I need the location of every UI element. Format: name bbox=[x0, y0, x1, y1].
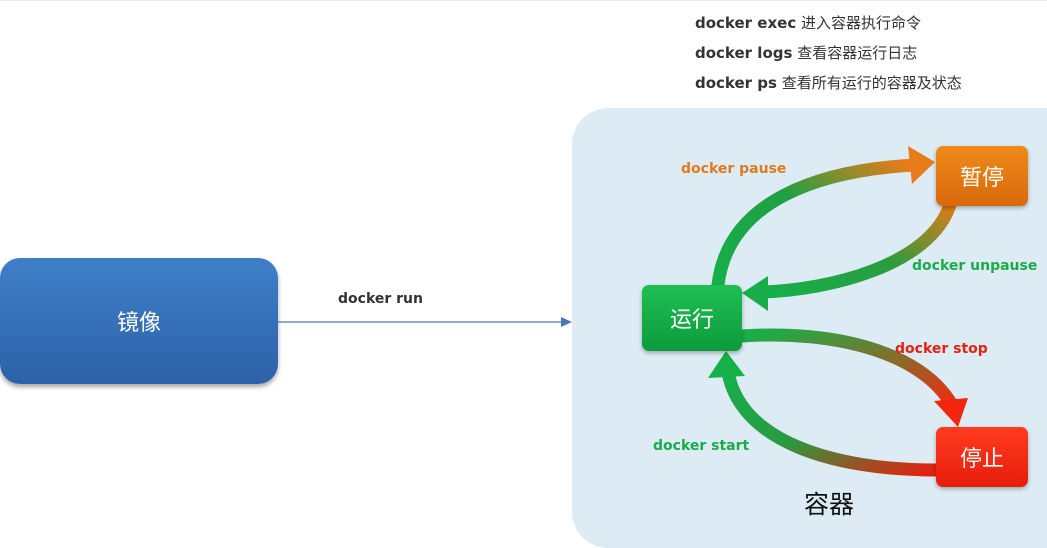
command-name: docker ps bbox=[695, 74, 777, 92]
pause-arrow bbox=[711, 158, 922, 292]
command-desc: 进入容器执行命令 bbox=[801, 14, 922, 32]
docker-pause-label: docker pause bbox=[681, 161, 787, 177]
run-arrow bbox=[278, 317, 572, 327]
start-arrowhead bbox=[708, 351, 745, 378]
command-item-logs: docker logs 查看容器运行日志 bbox=[695, 38, 962, 68]
state-running: 运行 bbox=[642, 285, 742, 351]
command-item-ps: docker ps 查看所有运行的容器及状态 bbox=[695, 68, 962, 98]
command-desc: 查看容器运行日志 bbox=[797, 44, 918, 62]
docker-stop-label: docker stop bbox=[895, 341, 988, 357]
image-box: 镜像 bbox=[0, 258, 278, 384]
unpause-arrowhead bbox=[742, 276, 768, 311]
command-name: docker logs bbox=[695, 44, 793, 62]
container-label: 容器 bbox=[804, 490, 855, 519]
state-paused: 暂停 bbox=[936, 146, 1028, 206]
image-box-label: 镜像 bbox=[116, 311, 161, 336]
top-divider bbox=[0, 0, 1047, 1]
docker-run-label: docker run bbox=[338, 291, 423, 307]
docker-start-label: docker start bbox=[653, 438, 750, 454]
pause-arrowhead bbox=[908, 146, 935, 184]
command-item-exec: docker exec 进入容器执行命令 bbox=[695, 8, 962, 38]
command-name: docker exec bbox=[695, 14, 797, 32]
stop-arrowhead bbox=[934, 398, 968, 427]
state-stopped-label: 停止 bbox=[959, 447, 1004, 472]
state-transition-arrows bbox=[708, 146, 968, 477]
start-arrow bbox=[721, 365, 943, 477]
unpause-arrow bbox=[755, 198, 957, 299]
docker-unpause-label: docker unpause bbox=[912, 258, 1038, 274]
command-list: docker exec 进入容器执行命令 docker logs 查看容器运行日… bbox=[695, 8, 962, 98]
state-running-label: 运行 bbox=[669, 308, 714, 333]
command-desc: 查看所有运行的容器及状态 bbox=[781, 74, 962, 92]
stop-arrow bbox=[735, 328, 959, 412]
state-stopped: 停止 bbox=[936, 427, 1028, 487]
state-paused-label: 暂停 bbox=[959, 166, 1004, 191]
